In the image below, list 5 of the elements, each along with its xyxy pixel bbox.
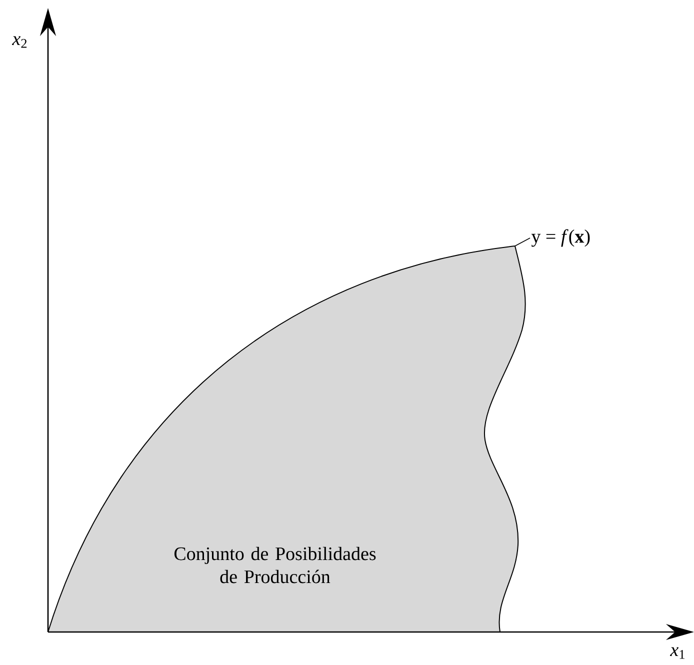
curve-label: y = f(x) [531, 229, 590, 247]
leader-line [514, 238, 530, 246]
axis-label: x$_{1}$ [670, 647, 684, 659]
region-area: Conjunto de Posibilidades de Producción [48, 246, 526, 632]
axis-label: x$_{2}$ [12, 36, 27, 48]
